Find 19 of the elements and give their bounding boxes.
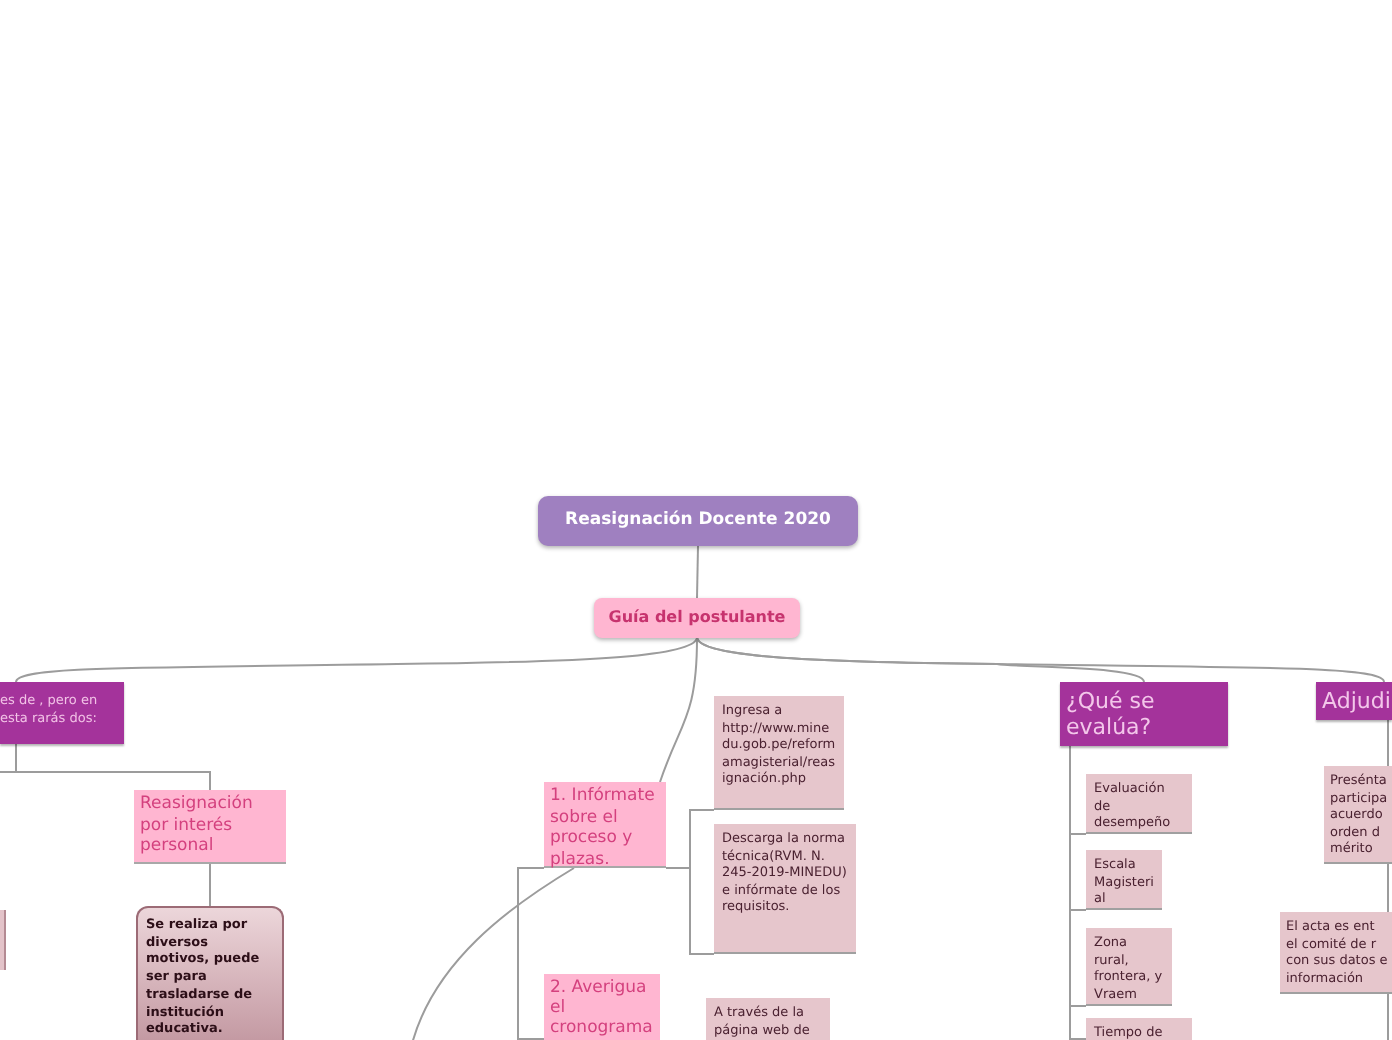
connector-line — [209, 863, 211, 907]
branch-topic: ¿Qué se evalúa? — [1060, 682, 1228, 746]
connector-line — [517, 867, 545, 1040]
central-topic: Reasignación Docente 2020 — [538, 496, 858, 546]
subtopic-card: 1. Infórmate sobre el proceso y plazas. — [544, 782, 666, 868]
connector-line — [409, 867, 575, 1040]
main-topic: Guía del postulante — [594, 598, 800, 638]
connector-line — [696, 545, 699, 599]
branch-topic: Adjudi — [1316, 682, 1392, 720]
connector-line — [15, 637, 698, 683]
connector-line — [1387, 719, 1389, 767]
connector-line — [696, 637, 1385, 683]
connector-line — [659, 637, 698, 783]
subtopic-card: 2. Averigua el cronograma — [544, 974, 660, 1040]
note-card — [0, 910, 6, 970]
connector-line — [1387, 863, 1389, 913]
subtopic-card: Reasignación por interés personal — [134, 790, 286, 864]
connector-line — [1387, 993, 1389, 1040]
connector-line — [665, 867, 715, 955]
